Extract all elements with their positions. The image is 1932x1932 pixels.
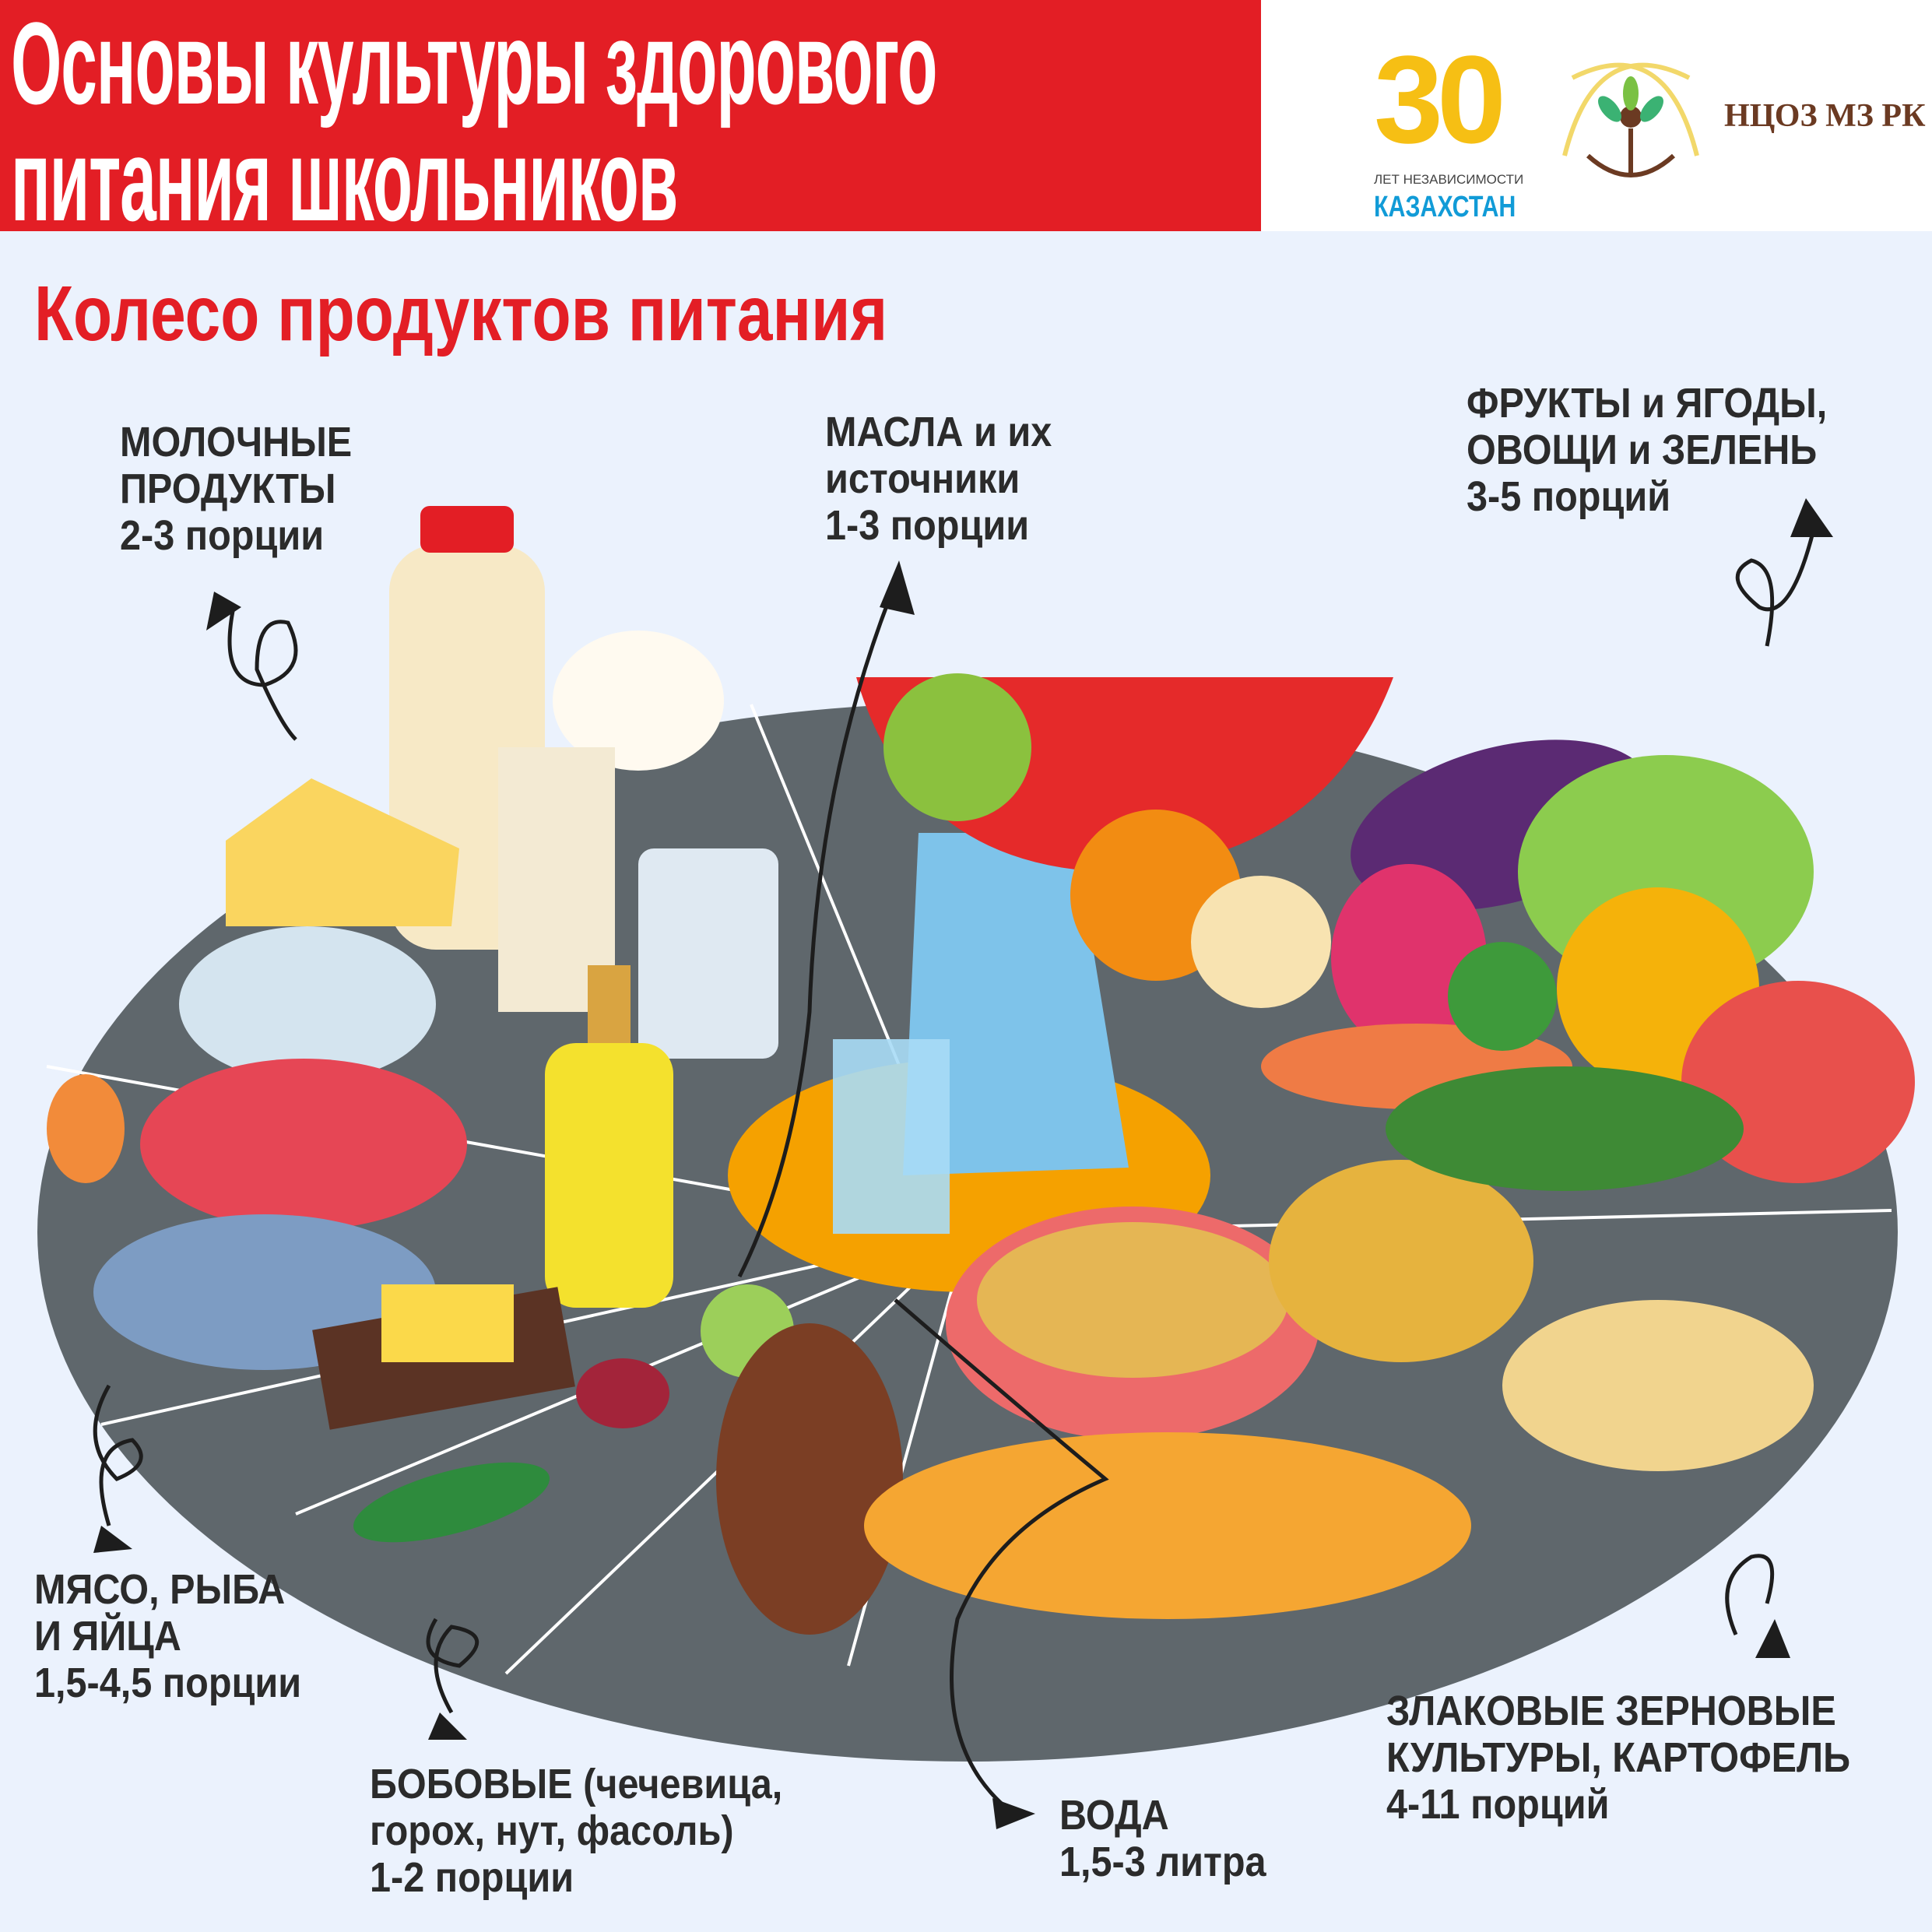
pointer-arrows (93, 529, 1816, 1807)
label-meat: МЯСО, РЫБА И ЯЙЦА 1,5-4,5 порции (34, 1566, 301, 1706)
water-title: ВОДА (1059, 1792, 1169, 1839)
header-banner: Основы культуры здорового питания школьн… (0, 0, 1261, 231)
bottle-cap (420, 506, 514, 553)
org-name-logo: НЦОЗ МЗ РК (1724, 98, 1926, 134)
dairy-portions: 2-3 порции (120, 512, 325, 559)
yogurt-bowl (553, 631, 724, 771)
oil-bottle (545, 1043, 673, 1308)
pea-pod (353, 1462, 550, 1543)
beetroot (1331, 864, 1487, 1051)
dairy-title-2: ПРОДУКТЫ (120, 465, 336, 512)
meat-portions: 1,5-4,5 порции (34, 1660, 302, 1706)
broccoli (1448, 942, 1557, 1051)
oils-title-2: источники (825, 455, 1020, 502)
beans (576, 1358, 669, 1428)
health-center-emblem (1562, 62, 1699, 177)
meat-title-2: И ЯЙЦА (34, 1613, 181, 1660)
cucumber (1386, 1066, 1744, 1191)
water-glass (833, 1039, 950, 1234)
legumes-portions: 1-2 порции (370, 1854, 574, 1901)
lentils-buckwheat (716, 1323, 903, 1635)
wheel-subtitle: Колесо продуктов питания (34, 270, 888, 357)
arrow-heads (93, 498, 1833, 1829)
label-water: ВОДА 1,5-3 литра (1059, 1792, 1266, 1885)
pasta (1502, 1300, 1814, 1471)
logo-number: 30 (1374, 30, 1506, 169)
water-jug (903, 833, 1129, 1175)
logo-caption: ЛЕТ НЕЗАВИСИМОСТИ (1374, 172, 1524, 187)
porridge (977, 1222, 1288, 1378)
water-portions: 1,5-3 литра (1059, 1839, 1266, 1885)
page-title: Основы культуры здорового питания школьн… (11, 0, 937, 231)
oils-title-1: МАСЛА и их (825, 409, 1052, 455)
label-dairy: МОЛОЧНЫЕ ПРОДУКТЫ 2-3 порции (120, 419, 352, 559)
yogurt-cup (638, 848, 778, 1059)
fruits-portions: 3-5 порций (1467, 473, 1671, 520)
oil-cork (588, 965, 631, 1043)
cottage-cheese-bowl (179, 926, 436, 1082)
legumes-title-1: БОБОВЫЕ (чечевица, (370, 1761, 783, 1807)
meat-title-1: МЯСО, РЫБА (34, 1566, 286, 1613)
logo-band (1261, 0, 1932, 231)
apple (883, 673, 1031, 821)
bread-loaf (864, 1432, 1471, 1619)
steak (140, 1059, 467, 1230)
potatoes (1269, 1160, 1533, 1362)
oils-portions: 1-3 порции (825, 502, 1030, 549)
title-line-2: питания школьников (11, 114, 678, 231)
fruits-title-1: ФРУКТЫ и ЯГОДЫ, (1467, 380, 1828, 427)
label-grains: ЗЛАКОВЫЕ ЗЕРНОВЫЕ КУЛЬТУРЫ, КАРТОФЕЛЬ 4-… (1386, 1688, 1850, 1828)
legumes-title-2: горох, нут, фасоль) (370, 1807, 734, 1854)
grains-title-1: ЗЛАКОВЫЕ ЗЕРНОВЫЕ (1386, 1688, 1836, 1734)
title-line-1: Основы культуры здорового (11, 0, 937, 128)
label-fruits: ФРУКТЫ и ЯГОДЫ, ОВОЩИ и ЗЕЛЕНЬ 3-5 порци… (1467, 380, 1827, 520)
dairy-title-1: МОЛОЧНЫЕ (120, 419, 353, 465)
logo-country: КАЗАХСТАН (1374, 191, 1516, 223)
grains-title-2: КУЛЬТУРЫ, КАРТОФЕЛЬ (1386, 1734, 1851, 1781)
label-legumes: БОБОВЫЕ (чечевица, горох, нут, фасоль) 1… (370, 1761, 782, 1901)
grains-portions: 4-11 порций (1386, 1781, 1610, 1828)
shrimp (47, 1074, 125, 1183)
fruits-title-2: ОВОЩИ и ЗЕЛЕНЬ (1467, 427, 1818, 473)
label-oils: МАСЛА и их источники 1-3 порции (825, 409, 1052, 549)
turnip (1191, 876, 1331, 1008)
independence-30-logo: 30 ЛЕТ НЕЗАВИСИМОСТИ КАЗАХСТАН (1374, 31, 1561, 226)
butter (381, 1284, 514, 1362)
cheese (226, 778, 459, 926)
